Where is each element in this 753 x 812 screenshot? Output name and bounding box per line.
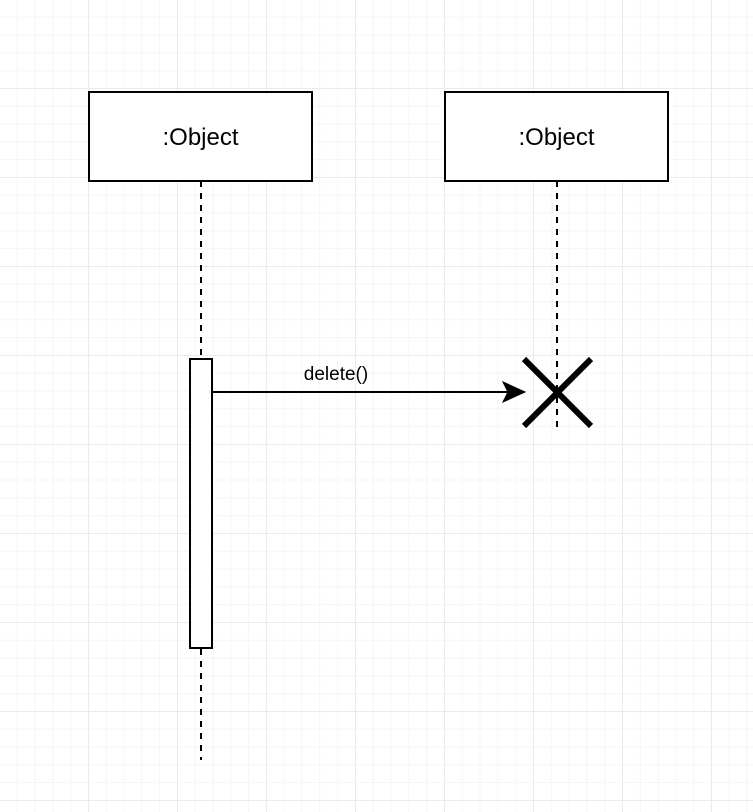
lifeline-1-label: :Object (162, 124, 238, 151)
lifeline-1[interactable]: :Object (88, 91, 313, 760)
lifeline-1-header-box[interactable] (88, 91, 313, 182)
arrowhead-icon (501, 380, 527, 404)
destroy-x-icon (521, 356, 594, 429)
message-delete[interactable]: delete() (212, 364, 527, 404)
lifeline-2[interactable]: :Object (444, 91, 669, 429)
activation-bar[interactable] (189, 358, 213, 649)
lifeline-2-header-box[interactable] (444, 91, 669, 182)
message-label: delete() (304, 364, 368, 385)
lifeline-2-label: :Object (518, 124, 594, 151)
